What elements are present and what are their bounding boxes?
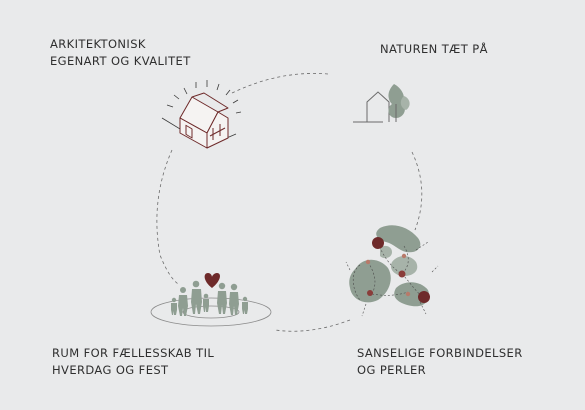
cycle-connectors (156, 73, 423, 332)
label-line: SANSELIGE FORBINDELSER (357, 346, 523, 360)
people-heart-icon (150, 273, 272, 327)
house-icon (161, 80, 242, 149)
landscape-map-icon (345, 225, 439, 317)
label-community: RUM FOR FÆLLESSKAB TIL HVERDAG OG FEST (52, 345, 214, 379)
heart-icon (204, 273, 220, 288)
people-group (171, 280, 248, 316)
house-tree-icon (353, 84, 410, 123)
label-line: NATUREN TÆT PÅ (380, 42, 488, 56)
connector-bottom (274, 319, 351, 332)
label-senses: SANSELIGE FORBINDELSER OG PERLER (357, 345, 523, 379)
label-line: HVERDAG OG FEST (52, 363, 169, 377)
label-line: EGENART OG KVALITET (50, 54, 191, 68)
label-line: OG PERLER (357, 363, 427, 377)
label-architecture: ARKITEKTONISK EGENART OG KVALITET (50, 36, 191, 70)
connector-left (156, 149, 181, 286)
label-line: RUM FOR FÆLLESSKAB TIL (52, 346, 215, 360)
label-line: ARKITEKTONISK (50, 37, 146, 51)
label-nature: NATUREN TÆT PÅ (380, 41, 488, 58)
connector-right (411, 151, 423, 231)
connector-top (231, 73, 329, 94)
